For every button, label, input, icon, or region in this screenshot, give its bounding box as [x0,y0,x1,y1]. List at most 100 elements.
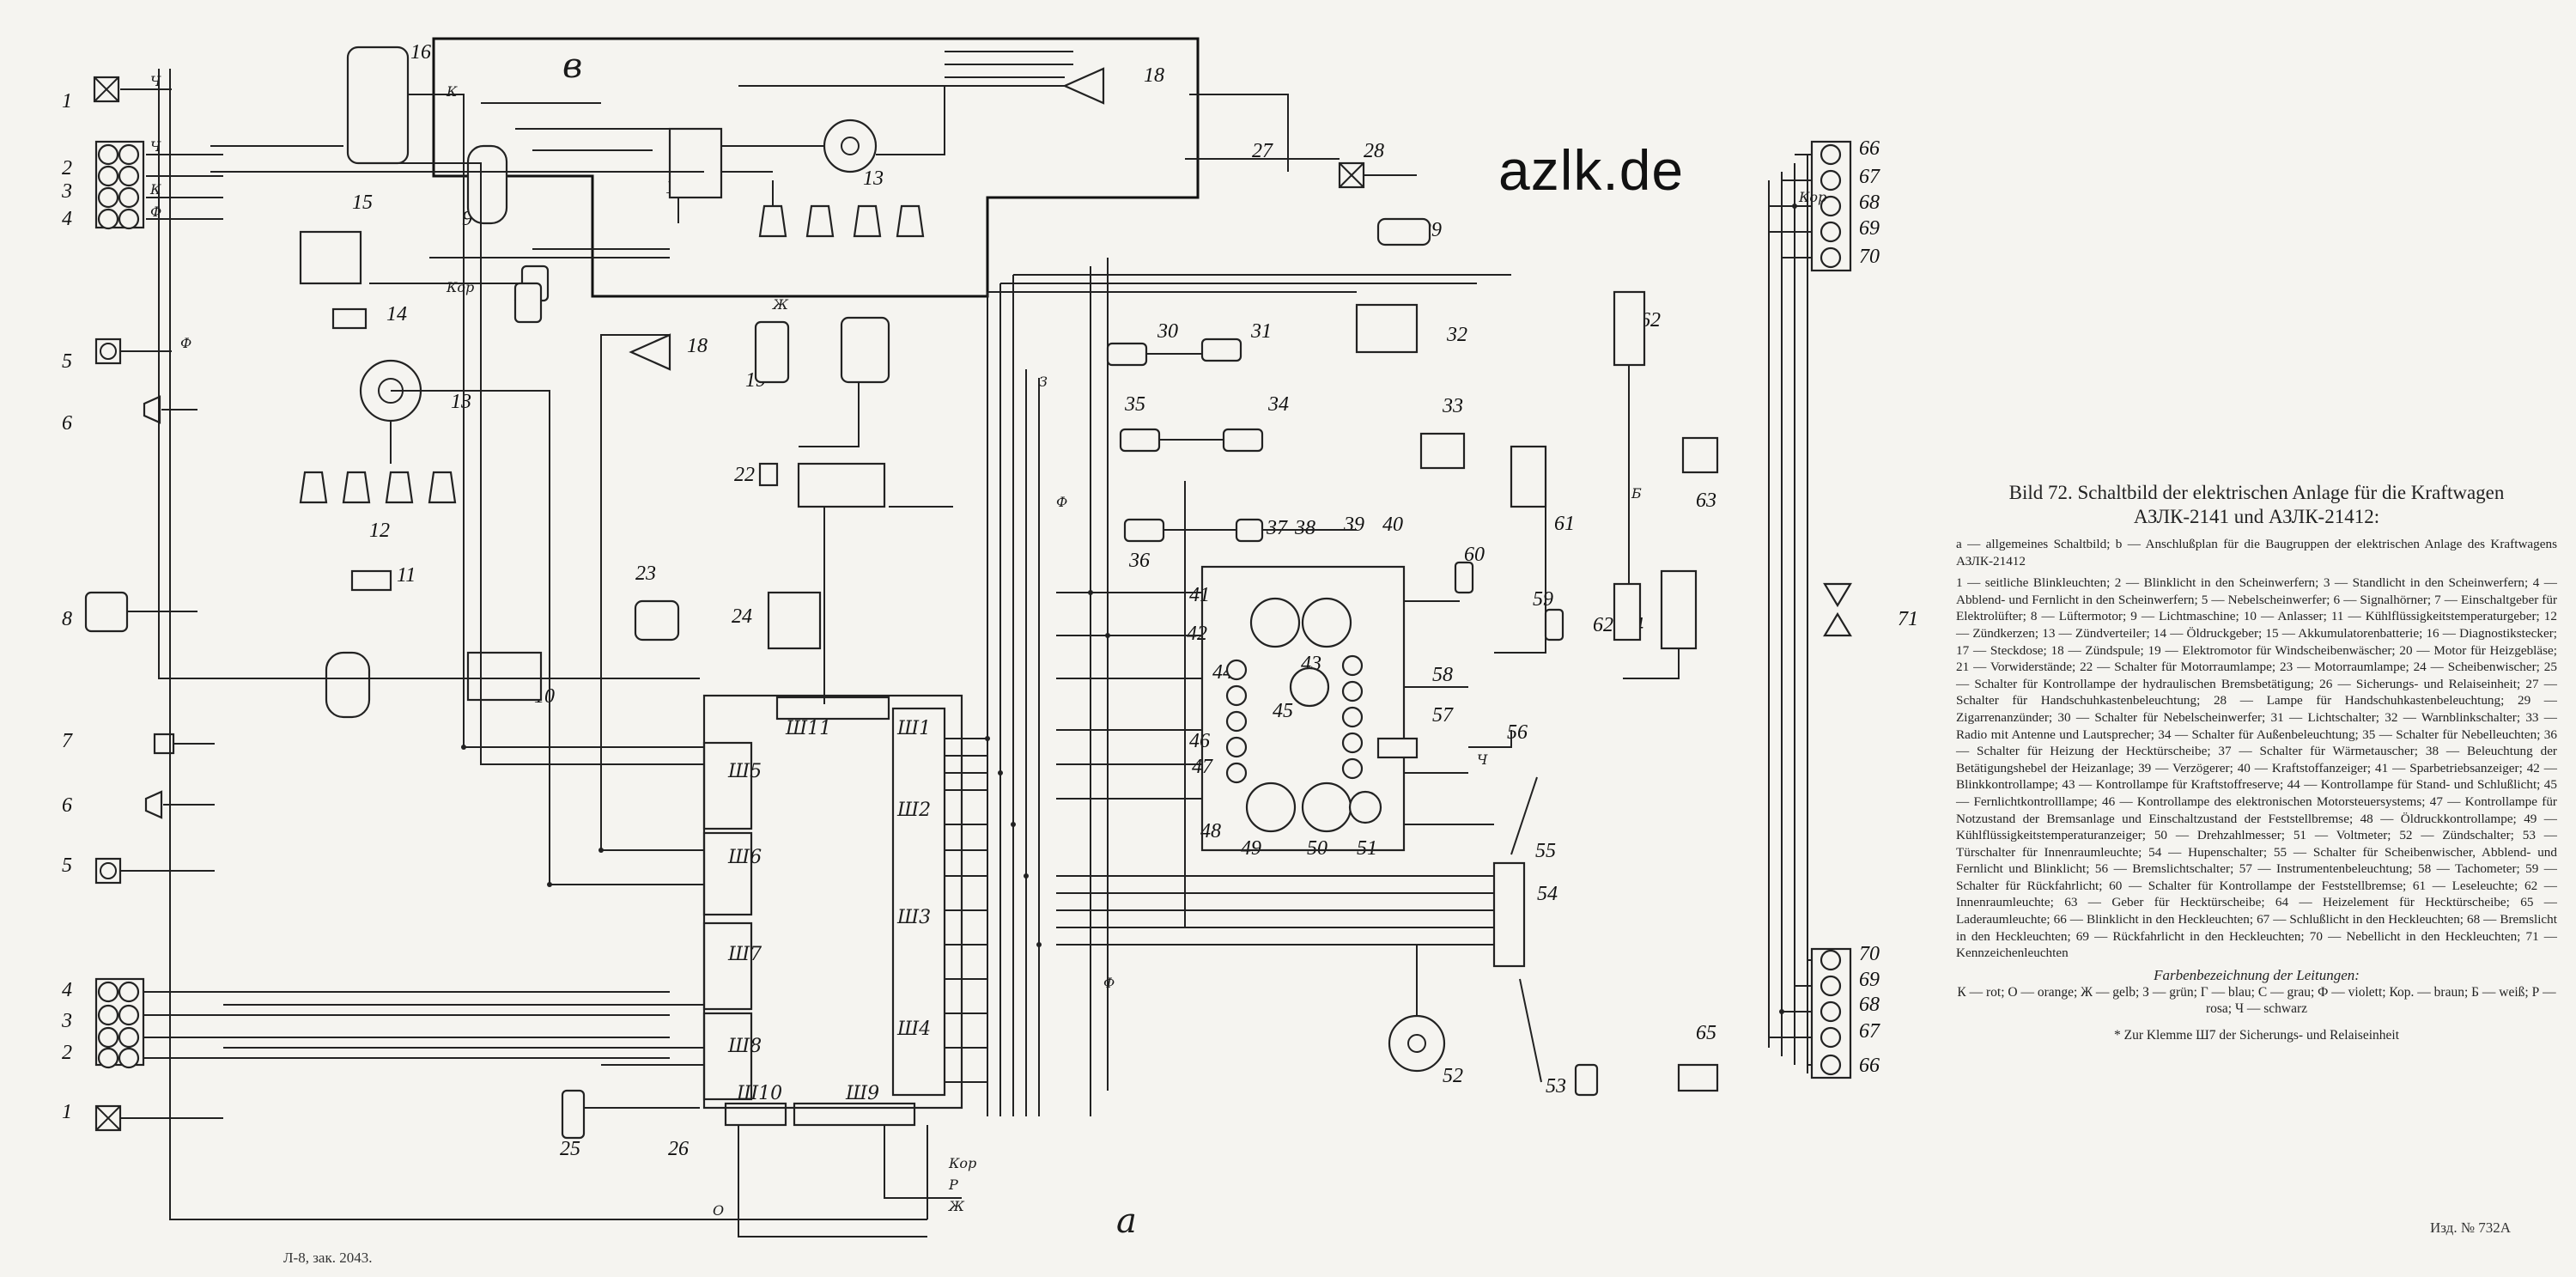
svg-text:26: 26 [668,1138,689,1160]
svg-text:Ф: Ф [150,204,161,220]
svg-text:35: 35 [1124,393,1145,416]
svg-text:61: 61 [1554,513,1575,535]
svg-text:12: 12 [369,520,390,542]
svg-text:1: 1 [62,90,72,112]
svg-text:62: 62 [1593,614,1613,636]
svg-text:38: 38 [1294,517,1315,539]
svg-text:К: К [446,83,458,100]
svg-text:70: 70 [1859,246,1880,268]
caption-colors: К — rot; О — orange; Ж — gelb; З — grün;… [1957,984,2556,1017]
svg-text:6: 6 [62,412,72,435]
engine-components [299,46,890,1140]
svg-text:28: 28 [1364,140,1384,162]
section-v-label: в [562,46,582,86]
wire-color-markings: Ч Ч К Ф Ф К Кор Ж З Ф Кор Р Ж О Кор Б Ч … [149,73,1826,1219]
svg-text:39: 39 [1343,514,1364,536]
svg-text:11: 11 [397,564,416,587]
svg-text:50: 50 [1307,837,1327,860]
svg-text:59: 59 [1533,588,1553,611]
svg-text:Ш9: Ш9 [845,1083,879,1104]
svg-text:Ф: Ф [1103,975,1115,991]
svg-text:Ш6: Ш6 [727,847,762,868]
svg-text:51: 51 [1357,837,1377,860]
front-lamps-top [84,76,175,1132]
svg-text:69: 69 [1859,969,1880,991]
svg-text:3: 3 [61,1010,72,1032]
svg-text:32: 32 [1446,324,1467,346]
caption-title: Bild 72. Schaltbild der elektrischen Anl… [1956,481,2557,529]
svg-text:34: 34 [1267,393,1289,416]
svg-text:63: 63 [1696,490,1716,512]
svg-text:Ш2: Ш2 [896,800,931,821]
svg-text:54: 54 [1537,883,1558,905]
svg-text:67: 67 [1859,1020,1880,1043]
svg-text:67: 67 [1859,166,1880,188]
svg-text:2: 2 [62,157,72,179]
svg-text:66: 66 [1859,1055,1880,1077]
svg-text:16: 16 [410,41,431,64]
svg-text:68: 68 [1859,994,1880,1016]
svg-text:Ж: Ж [772,296,789,313]
svg-text:Ф: Ф [1056,494,1067,510]
svg-text:Ш10: Ш10 [736,1083,782,1104]
svg-text:4: 4 [62,979,72,1001]
svg-text:З: З [1039,374,1048,390]
svg-text:57: 57 [1432,704,1454,727]
wiring-diagram: в 1 2 3 4 5 6 8 7 6 5 4 3 2 1 16 15 14 1… [61,37,1918,1241]
caption-title-line1: Bild 72. Schaltbild der elektrischen Anl… [2008,482,2505,503]
interior-lights [1510,290,1719,1092]
svg-text:31: 31 [1250,320,1272,343]
svg-text:49: 49 [1241,837,1261,860]
svg-text:Ш5: Ш5 [727,761,762,782]
svg-text:40: 40 [1382,514,1403,536]
svg-text:23: 23 [635,562,656,585]
svg-text:Р: Р [948,1177,958,1193]
caption-legend: 1 — seitliche Blinkleuchten; 2 — Blinkli… [1956,575,2557,961]
svg-text:65: 65 [1696,1022,1716,1044]
svg-text:33: 33 [1442,395,1463,417]
svg-text:52: 52 [1443,1065,1463,1087]
dashboard-switches [1106,161,1599,1097]
svg-text:4: 4 [62,208,72,230]
svg-text:42: 42 [1187,623,1207,645]
svg-text:71: 71 [1898,608,1918,630]
svg-text:Ч: Ч [1477,751,1488,768]
caption-intro: а — allgemeines Schaltbild; b — Anschluß… [1956,537,2557,569]
footer-left: Л-8, зак. 2043. [283,1250,373,1266]
svg-text:48: 48 [1200,820,1221,842]
svg-text:Ш7: Ш7 [727,944,762,965]
svg-text:Ш1: Ш1 [896,718,931,739]
footer-right: Изд. № 732А [2430,1219,2512,1236]
svg-text:70: 70 [1859,943,1880,965]
svg-text:13: 13 [863,167,884,190]
svg-text:58: 58 [1432,664,1453,686]
svg-text:Ш11: Ш11 [785,718,831,739]
svg-text:22: 22 [734,464,755,486]
instrument-cluster [1200,565,1406,852]
caption-colors-title: Farbenbezeichnung der Leitungen: [2154,966,2360,983]
svg-text:5: 5 [62,350,72,373]
svg-text:18: 18 [687,335,708,357]
section-a-label: а [1116,1201,1137,1241]
junction-dots [461,204,1797,1014]
svg-text:24: 24 [732,605,752,628]
svg-text:6: 6 [62,794,72,817]
svg-text:25: 25 [560,1138,580,1160]
figure-caption: Bild 72. Schaltbild der elektrischen Anl… [1956,481,2557,1043]
svg-text:18: 18 [1144,64,1164,87]
rear-lamps [1810,140,1852,1079]
wiring-harness [120,51,1812,1237]
svg-text:46: 46 [1189,730,1210,752]
svg-text:8: 8 [62,608,72,630]
svg-text:45: 45 [1273,700,1293,722]
svg-text:Ш3: Ш3 [896,907,931,928]
svg-text:13: 13 [451,391,471,413]
svg-text:53: 53 [1546,1075,1566,1098]
svg-text:56: 56 [1507,721,1528,744]
svg-text:Кор: Кор [446,279,474,295]
svg-text:Ш4: Ш4 [896,1019,931,1040]
svg-text:Ш8: Ш8 [727,1036,762,1057]
watermark: azlk.de [1498,138,1685,202]
svg-text:5: 5 [62,854,72,877]
